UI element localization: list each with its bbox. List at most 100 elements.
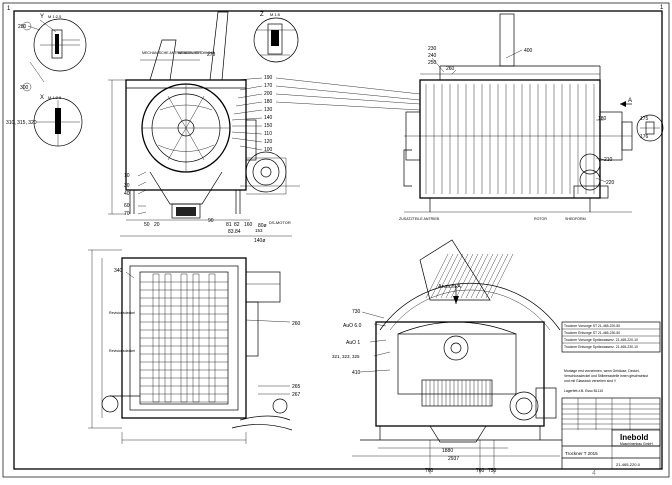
dim-760-a: 760 [425, 468, 434, 474]
balloon-321-323-325: 321, 323, 325 [332, 354, 360, 359]
balloon-270: 270 [207, 52, 216, 58]
dim-82: 82 [234, 222, 240, 228]
balloon-180: 180 [264, 99, 273, 105]
balloon-260-plan: 260 [292, 321, 301, 327]
dim-153: 153 [255, 228, 263, 233]
detail-z [253, 17, 299, 63]
balloon-730: 730 [352, 309, 361, 315]
hatch-line [485, 253, 509, 299]
corner-label-tl: 1 [7, 6, 11, 12]
dim-81: 81 [226, 222, 232, 228]
balloon-240: 240 [428, 53, 437, 59]
balloon-30: 30 [124, 183, 130, 189]
company-logo: Inebold [620, 433, 649, 442]
drawing-number: 21-465-220-0 [616, 462, 641, 467]
side-label-rotor: ROTOR [534, 217, 547, 221]
notes-block [561, 321, 661, 353]
motor-label: DS-MOTOR [269, 220, 291, 225]
balloon-140: 140 [264, 115, 273, 121]
balloon-310-315-320: 310, 315, 320 [6, 120, 37, 126]
balloon-265: 265 [292, 384, 301, 390]
side-label-zusatzteile: ZUSATZTEILE ANTRIEB [399, 217, 440, 221]
hatch-line [475, 253, 499, 299]
detail-circle-right [636, 114, 664, 142]
balloon-au0-6-0: AuO 6.0 [343, 323, 362, 329]
detail-x [33, 97, 83, 147]
balloon-340: 340 [114, 268, 123, 274]
balloon-60: 60 [124, 203, 130, 209]
front-view-label-wende: WENDE- STROMUNG [178, 51, 215, 55]
plan-label-revisionsdeckel-2: Revisionsdeckel [109, 349, 135, 353]
section-view [352, 239, 562, 474]
detail-x-label: X [40, 95, 44, 101]
dim-140-dia: 140ø [254, 238, 265, 244]
dim-90: 90 [208, 218, 214, 224]
hatch-line [440, 253, 464, 299]
detail-y-scale: M 1:2.5 [48, 14, 62, 19]
title-block [561, 397, 661, 470]
balloon-267: 267 [292, 392, 301, 398]
sheet-border [2, 2, 670, 478]
hatch-line [450, 253, 474, 299]
dim-50: 50 [144, 222, 150, 228]
balloon-10: 10 [124, 173, 130, 179]
dim-760-b: 760 [476, 468, 485, 474]
balloon-230: 230 [428, 46, 437, 52]
hatch-line [445, 253, 469, 299]
detail-y [22, 18, 87, 92]
dim-80-dia: 80ø [258, 223, 267, 229]
balloon-300: 300 [20, 85, 29, 91]
balloon-220: 220 [606, 180, 615, 186]
hatch-line [465, 253, 489, 299]
balloon-190: 190 [264, 75, 273, 81]
dim-83-84: 83.84 [228, 229, 241, 235]
leader-lines-cross [275, 77, 421, 111]
dim-1880: 1880 [442, 448, 453, 454]
hatch-line [425, 253, 449, 299]
front-view-label-mechanisch: MECHANISCHE ANTRIEBSEINHEIT [142, 51, 202, 55]
dim-750: 750 [488, 468, 497, 474]
note-line-3: Trockner Vorsorge Spritzwasserz. 21-465-… [564, 338, 638, 342]
note-line-1: Trockner Vorsorge ST 21-465-220-50 [564, 324, 620, 328]
side-view [403, 13, 633, 213]
balloon-170: 170 [264, 83, 273, 89]
balloon-au0-1: AuO 1 [346, 340, 360, 346]
note-line-8: Lagerfett z.B. Esso BL110 [564, 389, 603, 393]
hatch-line [480, 253, 504, 299]
side-label-shedform: SHEDFORM [565, 217, 586, 221]
detail-x-scale: M 1:2.5 [48, 95, 62, 100]
balloon-210: 210 [604, 157, 613, 163]
plan-label-revisionsdeckel-1: Revisionsdeckel [109, 311, 135, 315]
hatch-line [430, 253, 454, 299]
front-view [108, 11, 300, 237]
note-line-6: Verschlussdeckel und Stillmessstelle inn… [564, 374, 648, 378]
watermark: 4 [592, 470, 596, 477]
balloon-40: 40 [124, 191, 130, 197]
detail-y-label: Y [40, 14, 44, 20]
balloon-180-side: 180 [598, 116, 607, 122]
balloon-200: 200 [264, 91, 273, 97]
hatch-line [455, 253, 479, 299]
balloon-280: 280 [18, 24, 27, 30]
hatch-line [435, 253, 459, 299]
balloon-110: 110 [264, 131, 272, 137]
balloon-100: 100 [264, 147, 273, 153]
hatch-line [470, 253, 494, 299]
corner-label-tr: 1 [660, 5, 664, 11]
balloon-260: 260 [446, 66, 455, 72]
hatch-line [460, 253, 484, 299]
section-arrow-a: A [628, 98, 632, 104]
drawing-title: Trockner T 2015 [565, 451, 598, 456]
dim-2937: 2937 [448, 456, 459, 462]
plan-view [88, 249, 293, 444]
note-line-5: Montage erst vornehmen, wenn Gehäuse, De… [564, 369, 640, 373]
balloon-130: 130 [264, 107, 273, 113]
hatch-line [490, 253, 514, 299]
balloon-410: 410 [352, 370, 361, 376]
note-line-7: und mit Glasstock versehen sind !! [564, 379, 616, 383]
dim-160: 160 [244, 222, 253, 228]
balloon-70: 70 [124, 211, 130, 217]
company-subtitle: Maschinenbau GmbH [620, 442, 653, 446]
section-title: Ansicht A [438, 284, 461, 290]
